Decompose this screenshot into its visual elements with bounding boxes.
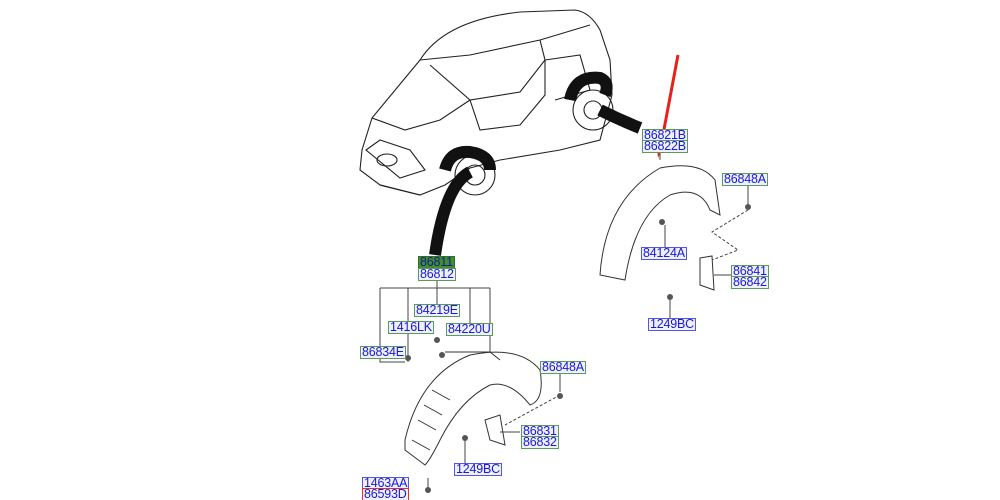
part-label-86848a-rear[interactable]: 86848A (722, 172, 768, 186)
part-label-86848a-front[interactable]: 86848A (540, 360, 586, 374)
part-label-84219e[interactable]: 84219E (414, 303, 460, 317)
rear-liner (599, 165, 721, 291)
fasteners (405, 204, 751, 493)
part-label-86841[interactable]: 86841 (731, 264, 769, 278)
part-label-1249bc-front[interactable]: 1249BC (454, 462, 502, 476)
part-label-86842[interactable]: 86842 (731, 275, 769, 289)
part-label-86834e[interactable]: 86834E (360, 345, 406, 359)
part-label-1416lk[interactable]: 1416LK (388, 320, 434, 334)
callout-bands (429, 71, 643, 256)
part-label-84220u[interactable]: 84220U (446, 322, 493, 336)
part-label-86812[interactable]: 86812 (418, 267, 456, 281)
part-label-86822b[interactable]: 86822B (642, 139, 688, 153)
part-label-1249bc-rear[interactable]: 1249BC (648, 317, 696, 331)
part-label-84124a[interactable]: 84124A (641, 246, 687, 260)
part-label-86832[interactable]: 86832 (521, 435, 559, 449)
part-label-86593d[interactable]: 86593D (362, 487, 409, 500)
